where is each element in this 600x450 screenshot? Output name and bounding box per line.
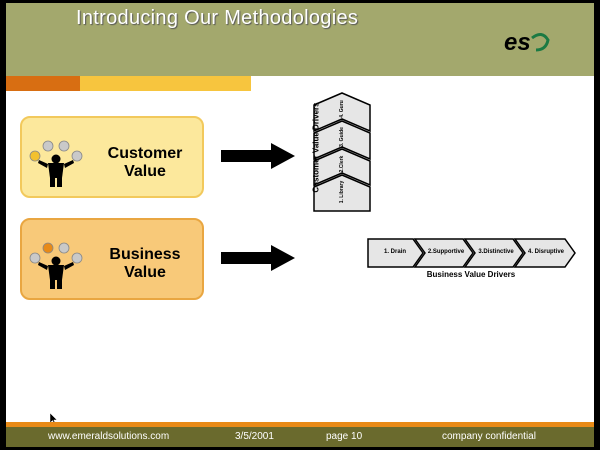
juggler-figure-icon — [29, 242, 83, 289]
right-arrow-icon — [221, 245, 295, 271]
slide: Introducing Our Methodologies es Custome… — [6, 3, 594, 447]
footer-page-number: page 10 — [326, 431, 363, 442]
right-arrow-icon — [221, 143, 295, 169]
customer-value-box: Customer Value — [20, 116, 204, 198]
footer-date: 3/5/2001 — [235, 431, 274, 442]
footer-stripe — [6, 422, 594, 427]
business-driver-supportive: 2.Supportive — [427, 249, 465, 255]
slide-footer: www.emeraldsolutions.com 3/5/2001 page 1… — [6, 427, 594, 447]
customer-value-label: Customer Value — [92, 145, 198, 181]
customer-value-drivers-label: Customer Value Drivers — [311, 102, 321, 193]
slide-title: Introducing Our Methodologies — [76, 7, 359, 29]
business-label-line1: Business — [109, 246, 181, 263]
chevron-chain-icon — [367, 238, 576, 268]
logo-text: es — [504, 29, 531, 56]
business-driver-drain: 1. Drain — [383, 249, 406, 255]
chevron-stack-icon — [313, 92, 371, 212]
header-stripe-orange — [6, 76, 80, 91]
business-value-drivers-label: Business Value Drivers — [426, 270, 516, 279]
footer-website: www.emeraldsolutions.com — [48, 431, 170, 442]
business-driver-distinctive: 3.Distinctive — [478, 249, 514, 255]
juggler-figure-icon — [29, 140, 83, 187]
business-value-box: Business Value — [20, 218, 204, 300]
customer-label-line2: Value — [124, 163, 166, 180]
customer-driver-library: 1. Library — [339, 180, 345, 204]
business-label-line2: Value — [124, 264, 166, 281]
header-stripe-yellow — [80, 76, 251, 91]
business-driver-disruptive: 4. Disruptive — [527, 249, 564, 255]
footer-confidential: company confidential — [442, 431, 536, 442]
business-value-label: Business Value — [92, 246, 198, 282]
company-logo-icon: es — [504, 29, 550, 56]
slide-header: Introducing Our Methodologies es — [6, 3, 594, 76]
customer-label-line1: Customer — [107, 145, 183, 162]
